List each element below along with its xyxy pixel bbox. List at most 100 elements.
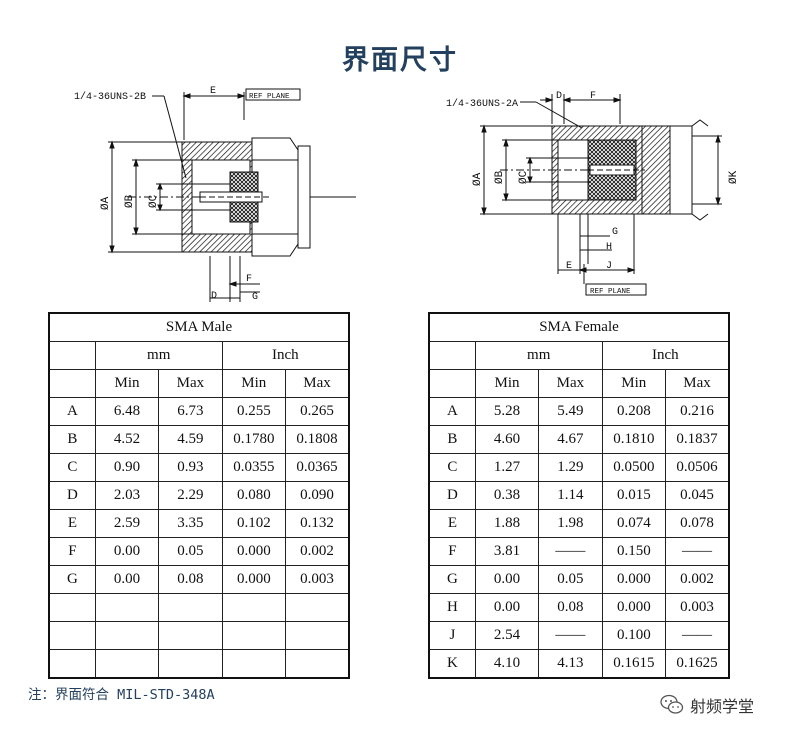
female-dim-j: J [606, 261, 612, 272]
female-dim-f: F [590, 91, 596, 102]
female-subheader-blank [428, 369, 476, 398]
female-cell: 0.100 [601, 621, 667, 650]
female-cell: C [428, 453, 476, 482]
female-cell: 2.54 [474, 621, 540, 650]
female-cell: 0.1837 [665, 425, 730, 454]
female-cell: 4.13 [538, 649, 603, 679]
female-cell: 1.98 [538, 509, 603, 538]
male-cell [285, 649, 350, 679]
male-cell [48, 621, 96, 650]
male-subheader-inch-min: Min [221, 369, 287, 398]
female-cell: 0.003 [665, 593, 730, 622]
male-cell: G [48, 565, 96, 594]
male-cell: 3.35 [158, 509, 223, 538]
male-dim-b: ØB [124, 194, 136, 208]
male-cell [158, 621, 223, 650]
female-cell: 0.000 [601, 565, 667, 594]
female-cell: K [428, 649, 476, 679]
female-table-title: SMA Female [428, 312, 730, 342]
female-cell: 1.14 [538, 481, 603, 510]
male-cell [285, 593, 350, 622]
male-header-blank [48, 341, 96, 370]
male-cell: D [48, 481, 96, 510]
female-cell: 0.1615 [601, 649, 667, 679]
male-cell: 2.03 [94, 481, 160, 510]
page-title: 界面尺寸 [342, 45, 458, 76]
male-dim-a: ØA [100, 196, 112, 210]
female-cell: 0.208 [601, 397, 667, 426]
female-cell: 0.00 [474, 593, 540, 622]
female-cell: 0.150 [601, 537, 667, 566]
female-cell: —— [665, 537, 730, 566]
female-cell: 0.08 [538, 593, 603, 622]
male-table-title: SMA Male [48, 312, 350, 342]
male-cell: E [48, 509, 96, 538]
female-cell: 0.000 [601, 593, 667, 622]
male-cell: 0.05 [158, 537, 223, 566]
female-cell: 0.1625 [665, 649, 730, 679]
male-cell: 0.1780 [221, 425, 287, 454]
sma-male-drawing: 1/4-36UNS-2B REF PLANE E F D G ØA ØB ØC [60, 80, 360, 305]
footnote: 注：界面符合 MIL-STD-348A [28, 687, 215, 703]
female-dim-a: ØA [472, 172, 484, 186]
wechat-icon [660, 694, 684, 714]
female-dim-c: ØC [518, 170, 530, 184]
male-cell: 0.102 [221, 509, 287, 538]
male-subheader-blank [48, 369, 96, 398]
male-cell: 0.1808 [285, 425, 350, 454]
female-dim-b: ØB [494, 170, 506, 184]
female-dim-k: ØK [728, 170, 740, 184]
male-dim-f: F [246, 274, 252, 285]
female-cell: F [428, 537, 476, 566]
female-cell: J [428, 621, 476, 650]
male-cell: 0.00 [94, 565, 160, 594]
male-cell: 4.59 [158, 425, 223, 454]
female-cell: 4.60 [474, 425, 540, 454]
male-ref-plane-label: REF PLANE [249, 93, 290, 101]
male-dim-e: E [210, 86, 216, 97]
female-cell: 0.38 [474, 481, 540, 510]
male-cell: 0.90 [94, 453, 160, 482]
female-cell: 0.05 [538, 565, 603, 594]
male-cell [48, 649, 96, 679]
male-cell [285, 621, 350, 650]
male-cell: 0.000 [221, 565, 287, 594]
male-cell [94, 621, 160, 650]
female-cell: 5.49 [538, 397, 603, 426]
male-cell: 2.29 [158, 481, 223, 510]
female-cell: 4.67 [538, 425, 603, 454]
female-cell: 0.00 [474, 565, 540, 594]
watermark: 射频学堂 [660, 693, 754, 717]
male-cell [221, 593, 287, 622]
male-table-row [48, 621, 350, 650]
female-cell: —— [538, 621, 603, 650]
male-subheader-mm-min: Min [94, 369, 160, 398]
female-cell: H [428, 593, 476, 622]
male-cell: B [48, 425, 96, 454]
watermark-text: 射频学堂 [690, 697, 755, 716]
female-cell: 5.28 [474, 397, 540, 426]
female-dim-d: D [556, 91, 562, 102]
male-cell: 0.002 [285, 537, 350, 566]
male-cell: 6.48 [94, 397, 160, 426]
male-cell [158, 649, 223, 679]
female-cell: 0.002 [665, 565, 730, 594]
male-header-mm: mm [94, 341, 223, 370]
female-cell: 3.81 [474, 537, 540, 566]
female-subheader-inch-max: Max [665, 369, 730, 398]
male-cell: 0.08 [158, 565, 223, 594]
female-header-blank [428, 341, 476, 370]
female-cell: E [428, 509, 476, 538]
female-cell: 0.0500 [601, 453, 667, 482]
